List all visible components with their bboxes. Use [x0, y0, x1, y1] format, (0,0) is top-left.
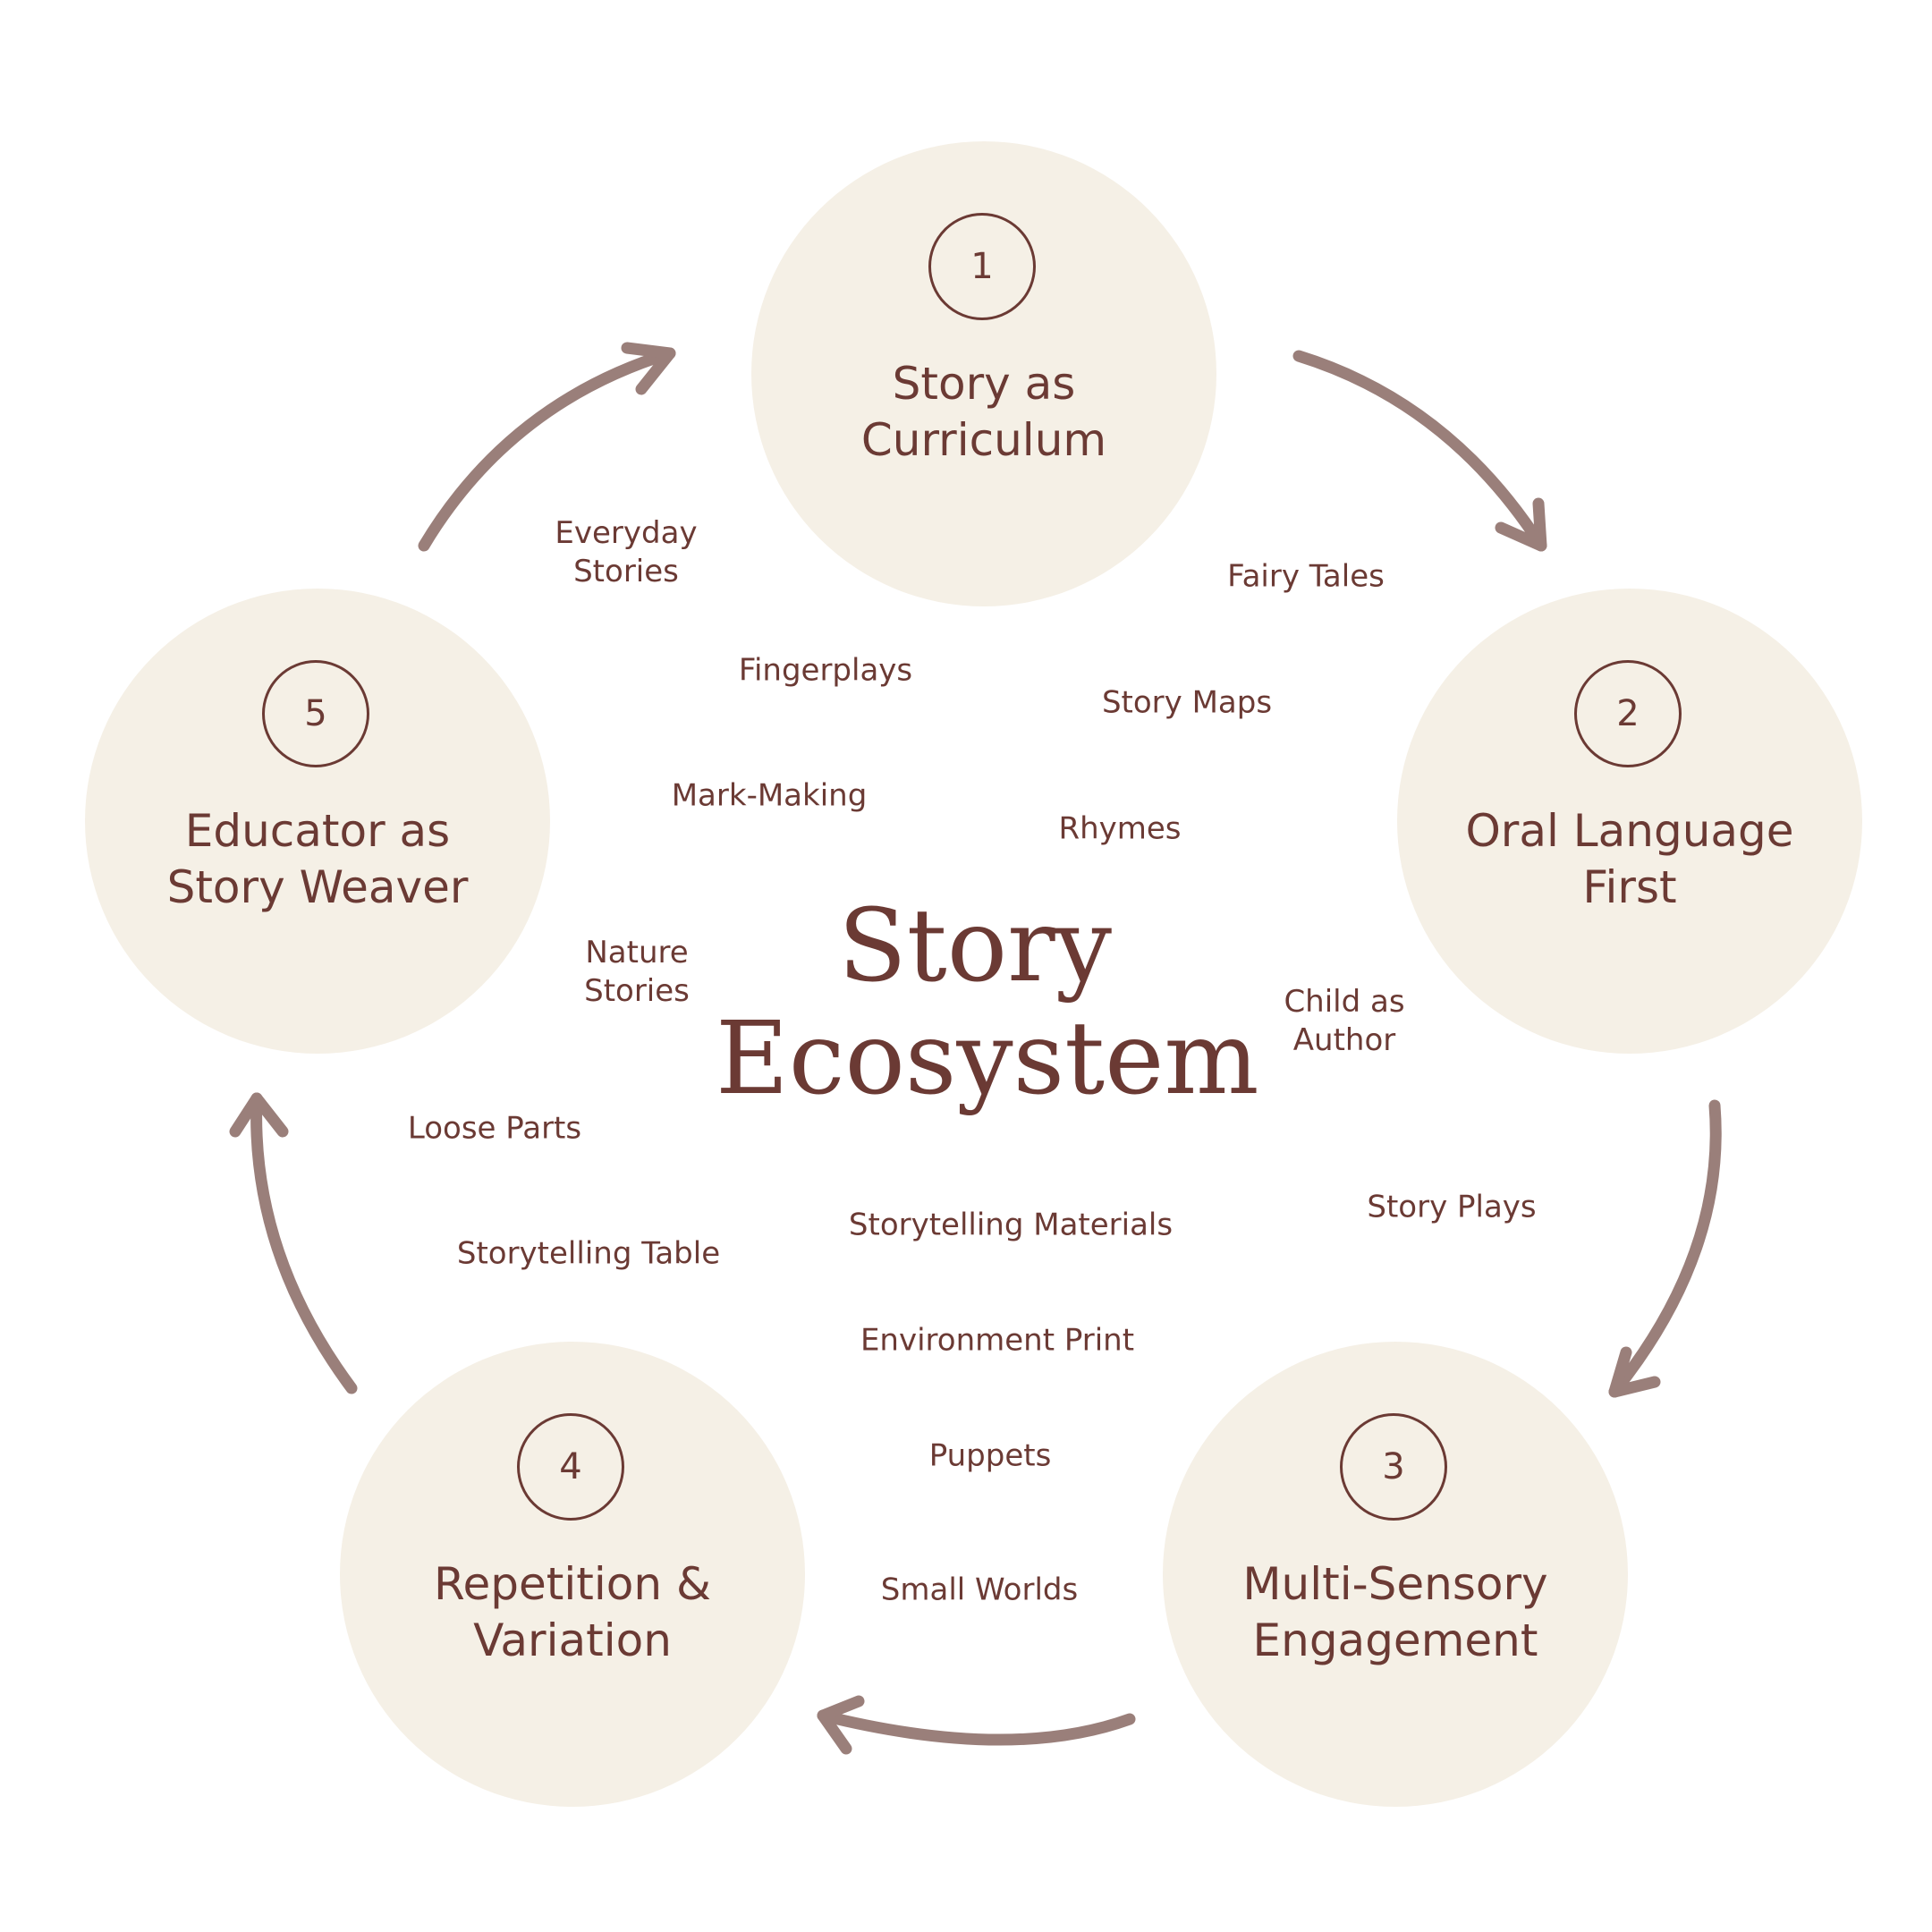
tag-puppets: Puppets [928, 1437, 1052, 1474]
arrow-3-to-4 [817, 1709, 1136, 1746]
stage-node-1: 1 Story as Curriculum [751, 141, 1216, 606]
tag-storytelling-materials: Storytelling Materials [848, 1207, 1174, 1243]
node-title: Educator as Story Weaver [166, 805, 469, 913]
arrowhead-1-to-2 [1495, 497, 1547, 552]
tag-environment-print: Environment Print [860, 1322, 1135, 1359]
tag-story-plays: Story Plays [1367, 1189, 1537, 1225]
stage-node-2: 2 Oral Language First [1397, 589, 1862, 1054]
tag-fingerplays: Fingerplays [738, 652, 913, 689]
arrowhead-2-to-3 [1608, 1346, 1661, 1398]
stage-node-3: 3 Multi-Sensory Engagement [1163, 1342, 1628, 1807]
tag-small-worlds: Small Worlds [880, 1572, 1079, 1608]
step-number-badge: 5 [262, 660, 369, 767]
node-title: Oral Language First [1465, 805, 1794, 913]
arrowhead-3-to-4 [817, 1695, 865, 1755]
tag-mark-making: Mark-Making [671, 777, 868, 814]
arrow-5-to-1 [418, 347, 676, 552]
stage-node-5: 5 Educator as Story Weaver [85, 589, 550, 1054]
tag-story-maps: Story Maps [1101, 684, 1273, 721]
arrow-4-to-5 [250, 1092, 358, 1394]
tag-child-as-author: Child as Author [1284, 984, 1405, 1058]
step-number-badge: 1 [928, 213, 1036, 320]
tag-fairy-tales: Fairy Tales [1227, 558, 1385, 595]
arrowhead-5-to-1 [621, 342, 676, 395]
step-number-badge: 4 [517, 1413, 624, 1521]
step-number-badge: 3 [1340, 1413, 1447, 1521]
tag-rhymes: Rhymes [1058, 810, 1182, 847]
tag-nature-stories: Nature Stories [584, 935, 690, 1009]
tag-storytelling-table: Storytelling Table [456, 1235, 721, 1272]
tag-everyday-stories: Everyday Stories [555, 515, 698, 589]
tag-loose-parts: Loose Parts [407, 1110, 582, 1147]
step-number-badge: 2 [1574, 660, 1682, 767]
node-title: Multi-Sensory Engagement [1242, 1558, 1548, 1666]
arrow-2-to-3 [1608, 1099, 1722, 1398]
node-title: Story as Curriculum [860, 358, 1107, 466]
stage-node-4: 4 Repetition & Variation [340, 1342, 805, 1807]
arrow-1-to-2 [1292, 350, 1547, 552]
center-title: Story Ecosystem [716, 888, 1259, 1117]
arrowhead-4-to-5 [229, 1092, 289, 1138]
node-title: Repetition & Variation [434, 1558, 711, 1666]
